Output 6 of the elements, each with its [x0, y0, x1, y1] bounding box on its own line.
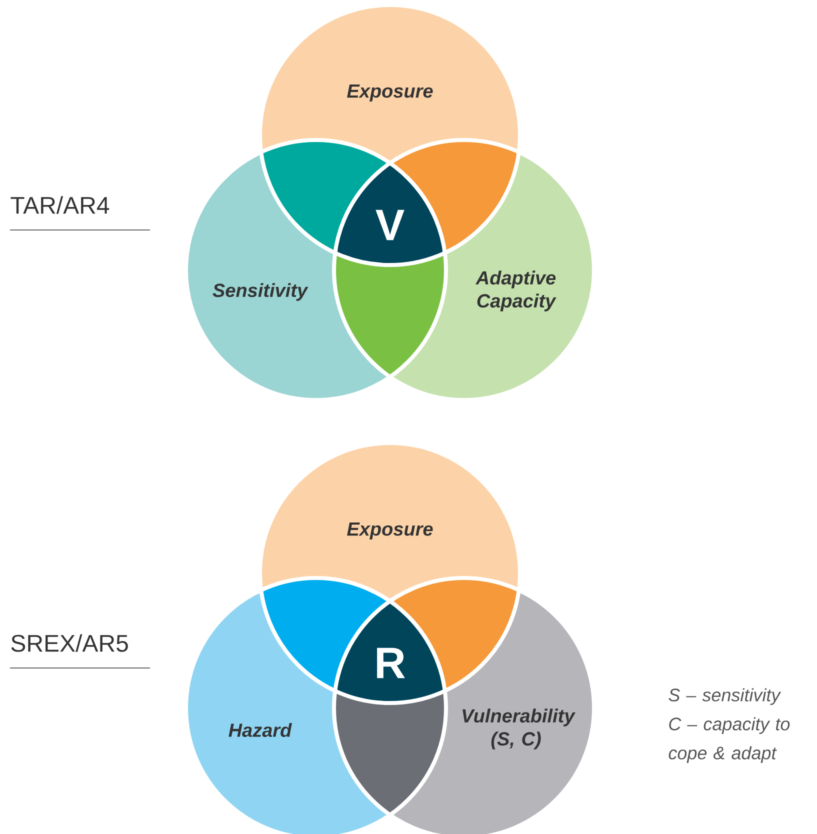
intersection-region: R — [335, 601, 445, 703]
intersection-region: V — [335, 163, 445, 265]
note-text: S – sensitivity — [668, 688, 782, 705]
note-text: C – capacity to cope & adapt — [668, 717, 790, 763]
row-label: SREX/AR5 — [11, 634, 128, 652]
row-label: TAR/AR4 — [10, 196, 110, 214]
